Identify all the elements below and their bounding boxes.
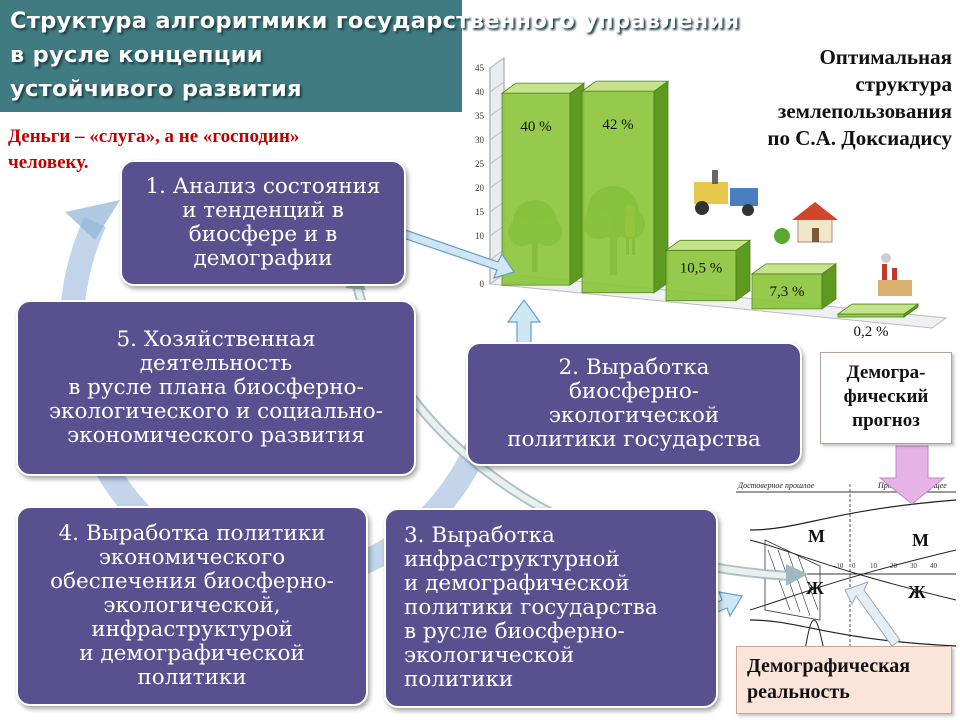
step-3-line: политики государства <box>404 595 658 620</box>
step-1-line: демографии <box>193 246 333 271</box>
demographic-reality-label: Демографическая реальность <box>736 646 952 714</box>
pyramid-header-mid: Про <box>877 481 892 490</box>
step-5-line: 5. Хозяйственная <box>116 327 316 352</box>
step-4-line: инфраструктурой <box>91 617 293 642</box>
bar-value-label: 0,2 % <box>854 324 889 340</box>
forecast-line: Демогра- <box>846 362 926 383</box>
motto: Деньги – «слуга», а не «господин» челове… <box>8 124 428 176</box>
chart-caption-line: землепользования <box>777 99 952 123</box>
y-tick-label: 0 <box>480 279 485 289</box>
step-4-line: экономического <box>98 545 286 570</box>
chart-caption: Оптимальная структура землепользования п… <box>767 44 952 152</box>
step-3-line: 3. Выработка <box>404 523 555 548</box>
step-1-line: и тенденций в <box>182 198 344 223</box>
title-line-3: устойчивого развития <box>10 76 302 102</box>
step-1-line: 1. Анализ состояния <box>145 174 381 199</box>
step-1-line: биосфере и в <box>188 222 338 247</box>
chart-gridline <box>489 81 505 93</box>
demographic-forecast-label: Демогра- фический прогноз <box>820 352 952 444</box>
pyramid-tick: 10 <box>870 562 878 570</box>
step-4-line: экологической, <box>103 593 281 618</box>
step-2-line: политики государства <box>507 427 761 452</box>
demographic-chart: Достоверное прошлое Про дущее М М Ж Ж -1… <box>730 470 960 670</box>
step-4-line: и демографической <box>79 641 305 666</box>
y-tick-label: 20 <box>475 183 485 193</box>
y-tick-label: 15 <box>475 207 485 217</box>
pyramid-tick: 40 <box>930 562 938 570</box>
motto-line-2: человеку. <box>8 152 89 173</box>
machinery-illustration <box>694 170 758 216</box>
reality-line: Демографическая <box>747 655 911 677</box>
bar-value-label: 10,5 % <box>680 260 723 276</box>
step-5-line: деятельность <box>139 351 293 376</box>
chart-caption-line: по С.А. Доксиадису <box>767 126 952 150</box>
y-tick-label: 40 <box>475 87 485 97</box>
step-4-line: политики <box>137 665 247 690</box>
step-2-line: 2. Выработка <box>558 355 710 380</box>
pyramid-label-zh-right: Ж <box>908 582 926 602</box>
pyramid-tick: 30 <box>910 562 918 570</box>
house-illustration <box>774 202 838 244</box>
pyramid-header-left: Достоверное прошлое <box>737 481 815 490</box>
y-tick-label: 45 <box>475 63 485 73</box>
chart-caption-line: Оптимальная <box>819 45 952 69</box>
step-2-eco-policy: 2. Выработка биосферно- экологической по… <box>466 342 802 466</box>
pyramid-label-zh-left: Ж <box>806 578 824 598</box>
chart-bar <box>500 82 586 286</box>
chart-bar <box>580 80 670 294</box>
cycle-arrow-head <box>65 200 120 240</box>
factory-illustration <box>878 253 912 296</box>
forecast-line: прогноз <box>852 410 920 431</box>
step-3-infrastructure-policy: 3. Выработка инфраструктурной и демограф… <box>384 508 718 708</box>
pyramid-tick: -10 <box>834 562 844 570</box>
motto-line-1: Деньги – «слуга», а не «господин» <box>8 126 300 147</box>
forecast-line: фический <box>843 386 929 407</box>
step-3-line: экологической <box>404 643 575 668</box>
y-tick-label: 5 <box>480 255 485 265</box>
step-3-line: политики <box>404 667 514 692</box>
pyramid-label-m-left: М <box>808 526 825 546</box>
y-tick-label: 10 <box>475 231 485 241</box>
bar-value-label: 7,3 % <box>770 284 805 300</box>
bar-value-label: 40 % <box>520 119 551 135</box>
y-tick-label: 30 <box>475 135 485 145</box>
step-5-line: экологического и социально- <box>48 399 384 424</box>
step-5-line: экономического развития <box>67 423 365 448</box>
y-tick-label: 35 <box>475 111 485 121</box>
chart-gridline <box>489 57 505 69</box>
bar-value-label: 42 % <box>602 117 633 133</box>
chart-bar <box>836 303 920 318</box>
pyramid-tick: 20 <box>890 562 898 570</box>
step-3-line: в русле биосферно- <box>404 619 625 644</box>
title-line-1: Структура алгоритмики государственного у… <box>10 8 740 34</box>
title-banner: Структура алгоритмики государственного у… <box>0 0 740 112</box>
reality-line: реальность <box>747 681 850 703</box>
step-4-line: обеспечения биосферно- <box>50 569 334 594</box>
step-3-line: и демографической <box>404 571 630 596</box>
step-1-analysis: 1. Анализ состояния и тенденций в биосфе… <box>120 160 406 286</box>
step-2-line: биосферно- <box>568 379 700 404</box>
pyramid-tick: 0 <box>852 562 856 570</box>
step-3-line: инфраструктурной <box>404 547 620 572</box>
pyramid-label-m-right: М <box>912 530 929 550</box>
step-5-line: в русле плана биосферно- <box>68 375 364 400</box>
title-line-2: в русле концепции <box>10 42 263 68</box>
chart-caption-line: структура <box>855 72 952 96</box>
step-2-line: экологической <box>548 403 720 428</box>
y-tick-label: 25 <box>475 159 485 169</box>
step-4-line: 4. Выработка политики <box>58 521 326 546</box>
step-4-economic-policy: 4. Выработка политики экономического обе… <box>16 506 368 706</box>
step-5-economic-activity: 5. Хозяйственная деятельность в русле пл… <box>16 300 416 476</box>
pyramid-header-right: дущее <box>926 481 947 490</box>
